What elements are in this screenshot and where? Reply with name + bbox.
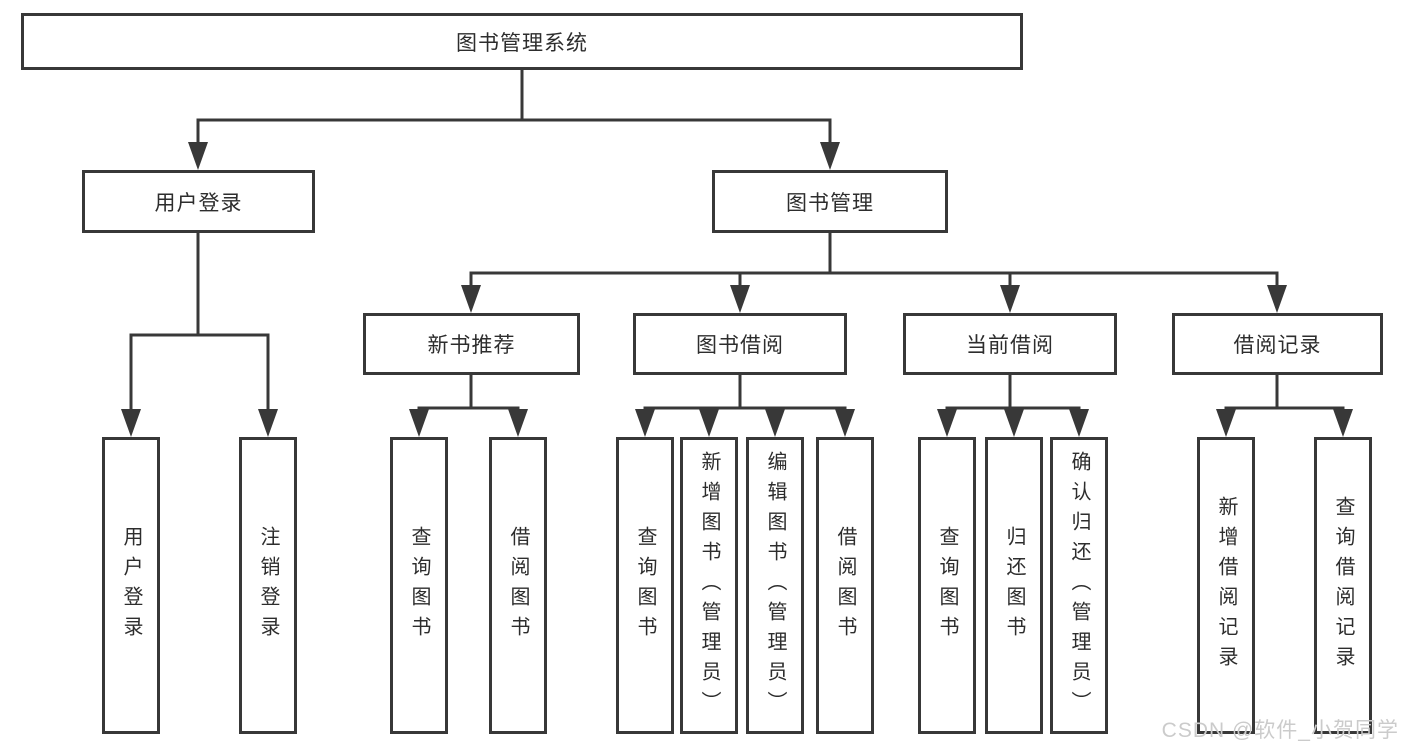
leaf-borrow-edit-books-admin-label: 编辑图书（管理员） xyxy=(764,450,786,721)
node-user-login-label: 用户登录 xyxy=(154,191,243,215)
leaf-current-return-books-label: 归还图书 xyxy=(1003,525,1025,646)
leaf-records-add-label: 新增借阅记录 xyxy=(1215,495,1237,676)
node-current-borrow: 当前借阅 xyxy=(903,313,1117,375)
node-current-borrow-label: 当前借阅 xyxy=(966,334,1054,357)
node-borrow-records: 借阅记录 xyxy=(1172,313,1383,375)
leaf-current-confirm-return-admin: 确认归还（管理员） xyxy=(1050,437,1108,734)
node-user-login: 用户登录 xyxy=(82,170,315,233)
leaf-logout-label: 注销登录 xyxy=(257,525,279,646)
leaf-recommend-borrow-books-label: 借阅图书 xyxy=(507,525,529,646)
leaf-borrow-edit-books-admin: 编辑图书（管理员） xyxy=(746,437,804,734)
node-root-label: 图书管理系统 xyxy=(456,31,588,55)
leaf-current-query-books: 查询图书 xyxy=(918,437,976,734)
leaf-borrow-borrow-books: 借阅图书 xyxy=(816,437,874,734)
arrowheads xyxy=(121,142,1353,437)
connector-userlogin-to-leaves xyxy=(129,233,270,411)
leaf-borrow-borrow-books-label: 借阅图书 xyxy=(834,525,856,646)
leaf-user-login: 用户登录 xyxy=(102,437,160,734)
leaf-recommend-borrow-books: 借阅图书 xyxy=(489,437,547,734)
leaf-recommend-query-books: 查询图书 xyxy=(390,437,448,734)
leaf-borrow-query-books: 查询图书 xyxy=(616,437,674,734)
node-book-management-label: 图书管理 xyxy=(786,191,874,215)
leaf-borrow-add-books-admin-label: 新增图书（管理员） xyxy=(698,450,720,721)
node-book-borrow: 图书借阅 xyxy=(633,313,847,375)
leaf-logout: 注销登录 xyxy=(239,437,297,734)
leaf-records-query: 查询借阅记录 xyxy=(1314,437,1372,734)
node-new-book-recommend: 新书推荐 xyxy=(363,313,580,375)
connector-records-to-leaves xyxy=(1224,375,1345,411)
leaf-recommend-query-books-label: 查询图书 xyxy=(408,525,430,646)
node-borrow-records-label: 借阅记录 xyxy=(1233,334,1322,357)
leaf-current-confirm-return-admin-label: 确认归还（管理员） xyxy=(1068,450,1090,721)
node-root-library-system: 图书管理系统 xyxy=(21,13,1023,70)
leaf-records-add: 新增借阅记录 xyxy=(1197,437,1255,734)
leaf-records-query-label: 查询借阅记录 xyxy=(1332,495,1354,676)
node-new-book-recommend-label: 新书推荐 xyxy=(427,334,516,357)
leaf-borrow-add-books-admin: 新增图书（管理员） xyxy=(680,437,738,734)
connector-current-to-leaves xyxy=(945,375,1081,411)
leaf-current-query-books-label: 查询图书 xyxy=(936,525,958,646)
connector-borrow-to-leaves xyxy=(643,375,847,411)
node-book-management: 图书管理 xyxy=(712,170,948,233)
connector-recommend-to-leaves xyxy=(417,375,520,411)
connector-bookmgmt-to-level3 xyxy=(469,233,1279,287)
node-book-borrow-label: 图书借阅 xyxy=(696,334,784,357)
csdn-watermark: CSDN @软件_小贺同学 xyxy=(1161,719,1399,742)
leaf-user-login-label: 用户登录 xyxy=(120,525,142,646)
leaf-borrow-query-books-label: 查询图书 xyxy=(634,525,656,646)
connector-root-to-level2 xyxy=(196,70,832,144)
leaf-current-return-books: 归还图书 xyxy=(985,437,1043,734)
